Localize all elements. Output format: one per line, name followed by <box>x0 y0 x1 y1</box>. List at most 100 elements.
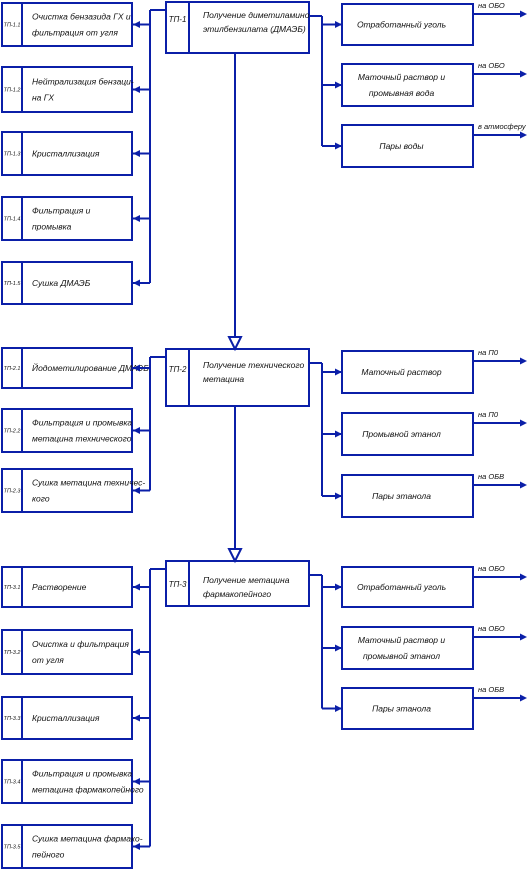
arrowhead-left <box>133 215 140 222</box>
output-box <box>341 474 474 518</box>
output-box <box>341 566 474 608</box>
step-box <box>1 468 133 513</box>
destination-label: на ОБО <box>478 624 505 633</box>
arrowhead-left <box>133 487 140 494</box>
step-box <box>1 696 133 740</box>
output-label: Пары воды <box>379 141 424 151</box>
destination-label: на ОБО <box>478 1 505 10</box>
output-label: Промывной этанол <box>362 429 441 439</box>
step-code: ТП-3.5 <box>4 845 22 851</box>
step-box <box>1 347 133 389</box>
arrowhead-right <box>520 131 527 139</box>
step-box <box>1 759 133 804</box>
arrowhead-left <box>133 427 140 434</box>
arrowhead-left <box>133 86 140 93</box>
arrowhead-left <box>133 648 140 656</box>
step-code: ТП-2.2 <box>4 429 21 435</box>
step-box <box>1 629 133 675</box>
step-label: Фильтрация и промывка <box>32 418 132 428</box>
output-box <box>341 412 474 456</box>
step-box <box>1 196 133 241</box>
arrowhead-right <box>335 492 342 500</box>
output-label: Отработанный уголь <box>357 20 446 30</box>
arrowhead-right <box>335 142 342 150</box>
stage-code: ТП-1 <box>169 15 187 24</box>
arrowhead-right <box>335 583 342 591</box>
output-box <box>341 63 474 107</box>
output-box <box>341 124 474 168</box>
step-label: Очистка бензазида ГХ и <box>32 12 131 22</box>
arrowhead-right <box>520 10 527 18</box>
step-box <box>1 408 133 453</box>
arrowhead-left <box>133 583 140 591</box>
step-label: метацина технического <box>32 434 132 444</box>
arrowhead-right <box>520 419 527 427</box>
arrowhead-right <box>520 633 527 641</box>
step-box <box>1 566 133 608</box>
output-label: Пары этанола <box>372 704 431 714</box>
arrowhead-right <box>335 21 342 28</box>
step-code: ТП-3.4 <box>4 780 21 786</box>
step-code: ТП-3.3 <box>4 716 22 722</box>
output-label: промывная вода <box>369 88 435 98</box>
step-code: ТП-2.3 <box>4 489 22 495</box>
destination-label: на ОБВ <box>478 472 504 481</box>
step-label: Фильтрация и <box>32 206 91 216</box>
arrowhead-right <box>520 573 527 581</box>
step-code: ТП-3.2 <box>4 650 21 656</box>
step-label: Очистка и фильтрация <box>32 639 129 649</box>
step-code: ТП-1.3 <box>4 152 22 158</box>
output-box <box>341 626 474 670</box>
step-box <box>1 261 133 305</box>
step-label: Растворение <box>32 582 87 592</box>
step-label: Сушка метацина фармако- <box>32 834 143 844</box>
arrowhead-left <box>133 364 140 372</box>
step-label: Сушка метацина техничес- <box>32 478 145 488</box>
destination-label: на ОБО <box>478 61 505 70</box>
output-label: Пары этанола <box>372 491 431 501</box>
step-label: Кристаллизация <box>32 713 100 723</box>
step-label: пейного <box>32 850 65 860</box>
arrowhead-left <box>133 714 140 722</box>
arrowhead-right <box>520 481 527 489</box>
step-label: Нейтрализация бензаци- <box>32 77 134 87</box>
step-label: Кристаллизация <box>32 149 100 159</box>
arrowhead-left <box>133 279 140 287</box>
arrowhead-left <box>133 778 140 785</box>
step-code: ТП-2.1 <box>4 366 21 372</box>
output-box <box>341 3 474 46</box>
destination-label: на П0 <box>478 348 499 357</box>
step-label: Сушка ДМАЭБ <box>32 278 91 288</box>
step-code: ТП-1.4 <box>4 217 21 223</box>
stage-title: Получение диметиламино- <box>203 10 312 20</box>
stage-code: ТП-2 <box>169 365 187 374</box>
step-label: от угля <box>32 655 64 665</box>
destination-label: на ОБО <box>478 564 505 573</box>
step-code: ТП-3.1 <box>4 585 21 591</box>
output-label: Отработанный уголь <box>357 582 446 592</box>
arrowhead-right <box>520 694 527 702</box>
output-label: промывной этанол <box>363 651 440 661</box>
step-label: метацина фармакопейного <box>32 785 144 795</box>
step-label: на ГХ <box>32 93 54 103</box>
arrowhead-left <box>133 843 140 850</box>
arrowhead-down <box>227 336 243 352</box>
arrowhead-right <box>335 705 342 712</box>
output-label: Маточный раствор и <box>358 72 446 82</box>
step-label: промывка <box>32 222 72 232</box>
output-label: Маточный раствор и <box>358 635 446 645</box>
arrowhead-left <box>133 150 140 157</box>
arrowhead-down <box>227 548 243 564</box>
stage-title: фармакопейного <box>203 589 271 599</box>
destination-label: на П0 <box>478 410 499 419</box>
step-box <box>1 2 133 47</box>
stage-title: Получение метацина <box>203 575 290 585</box>
stage-code: ТП-3 <box>169 580 187 589</box>
step-code: ТП-1.5 <box>4 281 22 287</box>
output-box <box>341 350 474 394</box>
arrowhead-left <box>133 21 140 28</box>
arrowhead-right <box>335 644 342 652</box>
output-box <box>341 687 474 730</box>
destination-label: в атмосферу <box>478 122 527 131</box>
